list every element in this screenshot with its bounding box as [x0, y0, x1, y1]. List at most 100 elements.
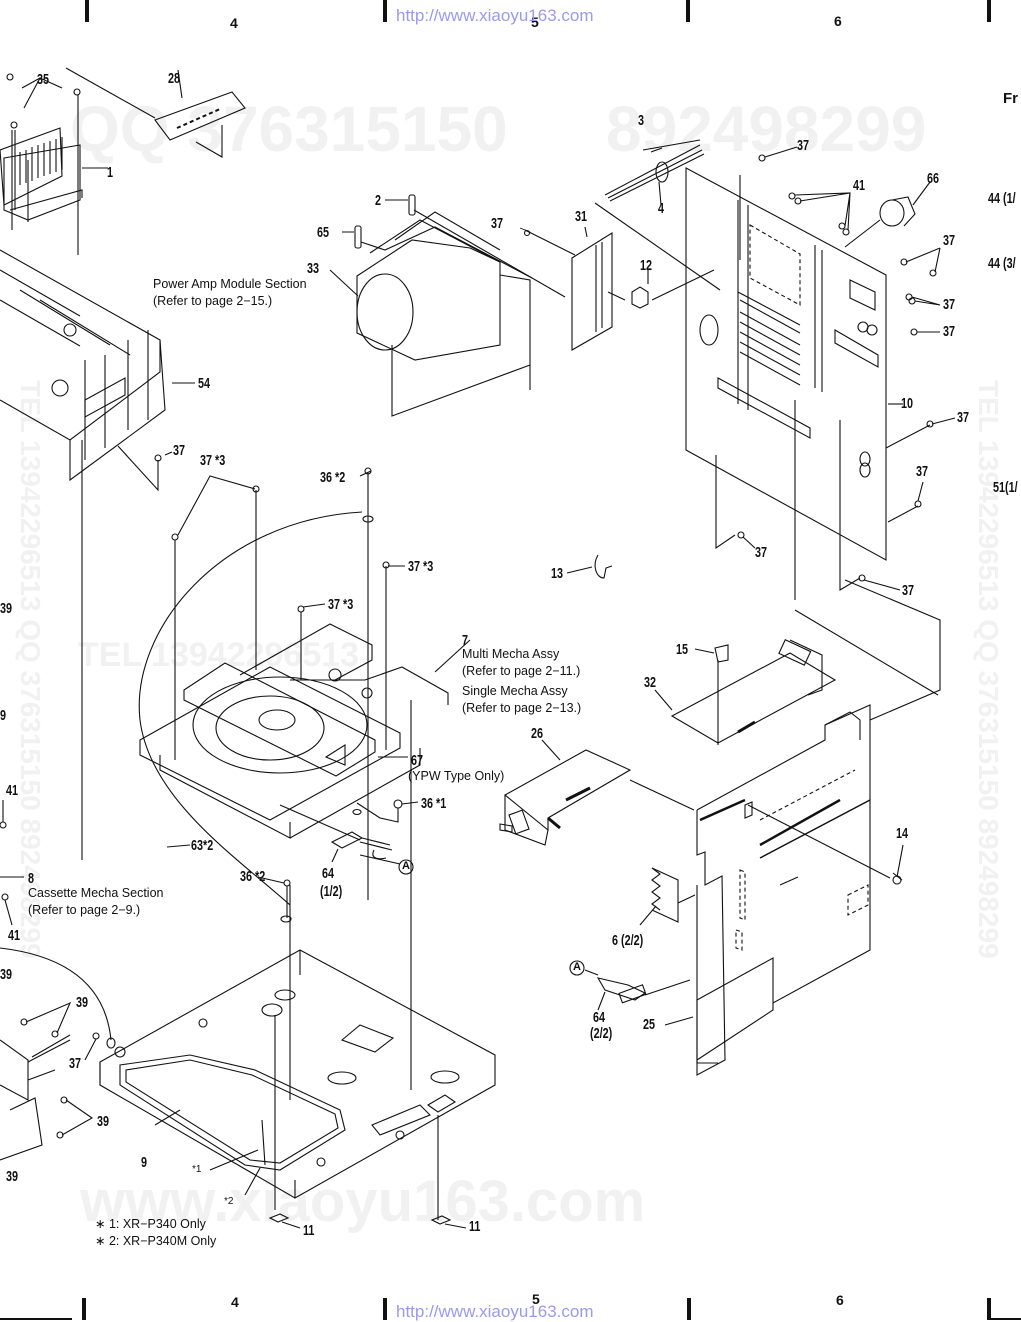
watermark-site: www.xiaoyu163.com	[80, 1169, 646, 1234]
footnote-marker-1: *1	[192, 1164, 202, 1175]
border-tick	[383, 1298, 387, 1320]
callout-37: 37	[173, 442, 186, 459]
power-amp-module-part-33	[329, 211, 531, 417]
callout-37: 37	[902, 582, 915, 599]
callout-32: 32	[644, 674, 657, 691]
multi-mecha-assy-part-7	[139, 623, 471, 839]
cut-label: 44 (1/	[988, 190, 1016, 207]
connector-part-64-a	[279, 804, 414, 875]
heat-sink-part-6	[639, 867, 696, 926]
callout-39: 39	[76, 994, 89, 1011]
transformer-part-1	[0, 73, 108, 255]
callout-33: 33	[307, 260, 320, 277]
callout-64-fraction: (2/2)	[590, 1025, 613, 1042]
knob-part-66	[844, 181, 931, 248]
note-single-mecha: Single Mecha Assy (Refer to page 2−13.)	[462, 683, 581, 717]
callout-65: 65	[317, 224, 330, 241]
callout-26: 26	[531, 725, 544, 742]
note-reference: (Refer to page 2−9.)	[28, 903, 141, 917]
clip-part-12	[631, 286, 649, 309]
callout-1: 1	[107, 164, 114, 181]
source-url-bottom[interactable]: http://www.xiaoyu163.com	[396, 1302, 594, 1321]
callout-2: 2	[375, 192, 382, 209]
border-tick	[987, 0, 991, 22]
border-tick	[82, 1298, 86, 1320]
column-number: 4	[231, 1294, 239, 1310]
footnote-2: ∗ 2: XR−P340M Only	[95, 1234, 217, 1248]
note-title: Cassette Mecha Section	[28, 886, 164, 900]
clamp-part-13	[594, 554, 613, 579]
watermark-qq: QQ 376315150	[70, 93, 508, 165]
callout-54: 54	[198, 375, 211, 392]
callout-9: 9	[141, 1154, 148, 1171]
cassette-mecha-part-8	[0, 800, 116, 1161]
note-multi-mecha: Multi Mecha Assy (Refer to page 2−11.)	[462, 646, 580, 680]
callout-14: 14	[896, 825, 909, 842]
callout-63-star2: 63*2	[191, 837, 214, 854]
column-number: 6	[834, 13, 842, 29]
bracket-part-31	[524, 226, 626, 351]
board-part-26	[499, 739, 695, 846]
column-number: 5	[532, 1291, 540, 1307]
fuse-part-65	[354, 225, 362, 249]
callout-37: 37	[491, 215, 504, 232]
callout-39: 39	[97, 1113, 110, 1130]
fuse-part-2	[408, 194, 416, 216]
cut-heading: Fr	[1003, 90, 1018, 107]
board-part-32	[654, 639, 837, 745]
border-tick	[987, 1298, 991, 1320]
disc-outline-arc	[138, 511, 363, 906]
cut-label: 44 (3/	[988, 255, 1016, 272]
callout-36-star2: 36 *2	[320, 469, 346, 486]
callout-37-star3: 37 *3	[408, 558, 434, 575]
callout-10: 10	[901, 395, 914, 412]
connector-part-64-b	[569, 960, 691, 1011]
note-title: Multi Mecha Assy	[462, 647, 560, 661]
border-tick	[686, 0, 690, 22]
callout-41: 41	[8, 927, 21, 944]
callout-39: 39	[0, 966, 13, 983]
callout-8: 8	[28, 870, 35, 887]
column-number: 5	[531, 14, 539, 30]
callout-11: 11	[303, 1222, 315, 1239]
label-sheet-part-28	[65, 67, 246, 158]
callout-37: 37	[69, 1055, 82, 1072]
callout-4: 4	[658, 200, 665, 217]
callout-37-star3: 37 *3	[328, 596, 354, 613]
source-url-top[interactable]: http://www.xiaoyu163.com	[396, 6, 594, 25]
callout-3: 3	[638, 112, 645, 129]
callout-37: 37	[797, 137, 810, 154]
callout-39: 39	[0, 600, 13, 617]
callout-64: 64	[593, 1009, 606, 1026]
callout-6: 6 (2/2)	[612, 932, 644, 949]
watermark-vertical: TEL 13942296513 QQ 376315150 892498299	[15, 380, 46, 959]
column-number: 6	[836, 1292, 844, 1308]
callout-37: 37	[943, 296, 956, 313]
ref-marker-a: A	[573, 961, 581, 973]
border-tick	[383, 0, 387, 22]
callout-36-star1: 36 *1	[421, 795, 447, 812]
footnote-marker-2: *2	[224, 1196, 234, 1207]
ref-marker-a: A	[402, 860, 410, 872]
note-power-amp-section: Power Amp Module Section (Refer to page …	[153, 276, 307, 310]
callout-66: 66	[927, 170, 940, 187]
footnote-1: ∗ 1: XR−P340 Only	[95, 1217, 206, 1231]
callout-35: 35	[37, 71, 50, 88]
callout-37: 37	[755, 544, 768, 561]
callout-41: 41	[6, 782, 19, 799]
footnotes: ∗ 1: XR−P340 Only ∗ 2: XR−P340M Only	[95, 1216, 216, 1250]
callout-12: 12	[640, 257, 653, 274]
callout-37: 37	[943, 232, 956, 249]
callout-36-star2: 36 *2	[240, 868, 266, 885]
callout-41: 41	[853, 177, 866, 194]
note-title: Single Mecha Assy	[462, 684, 568, 698]
border-tick	[687, 1298, 691, 1320]
screws-37	[737, 146, 956, 591]
callout-37: 37	[943, 323, 956, 340]
callout-39: 39	[6, 1168, 19, 1185]
border-tick	[85, 0, 89, 22]
note-reference: (Refer to page 2−13.)	[462, 701, 582, 715]
bottom-chassis-part-9	[99, 949, 496, 1229]
callout-28: 28	[168, 70, 181, 87]
